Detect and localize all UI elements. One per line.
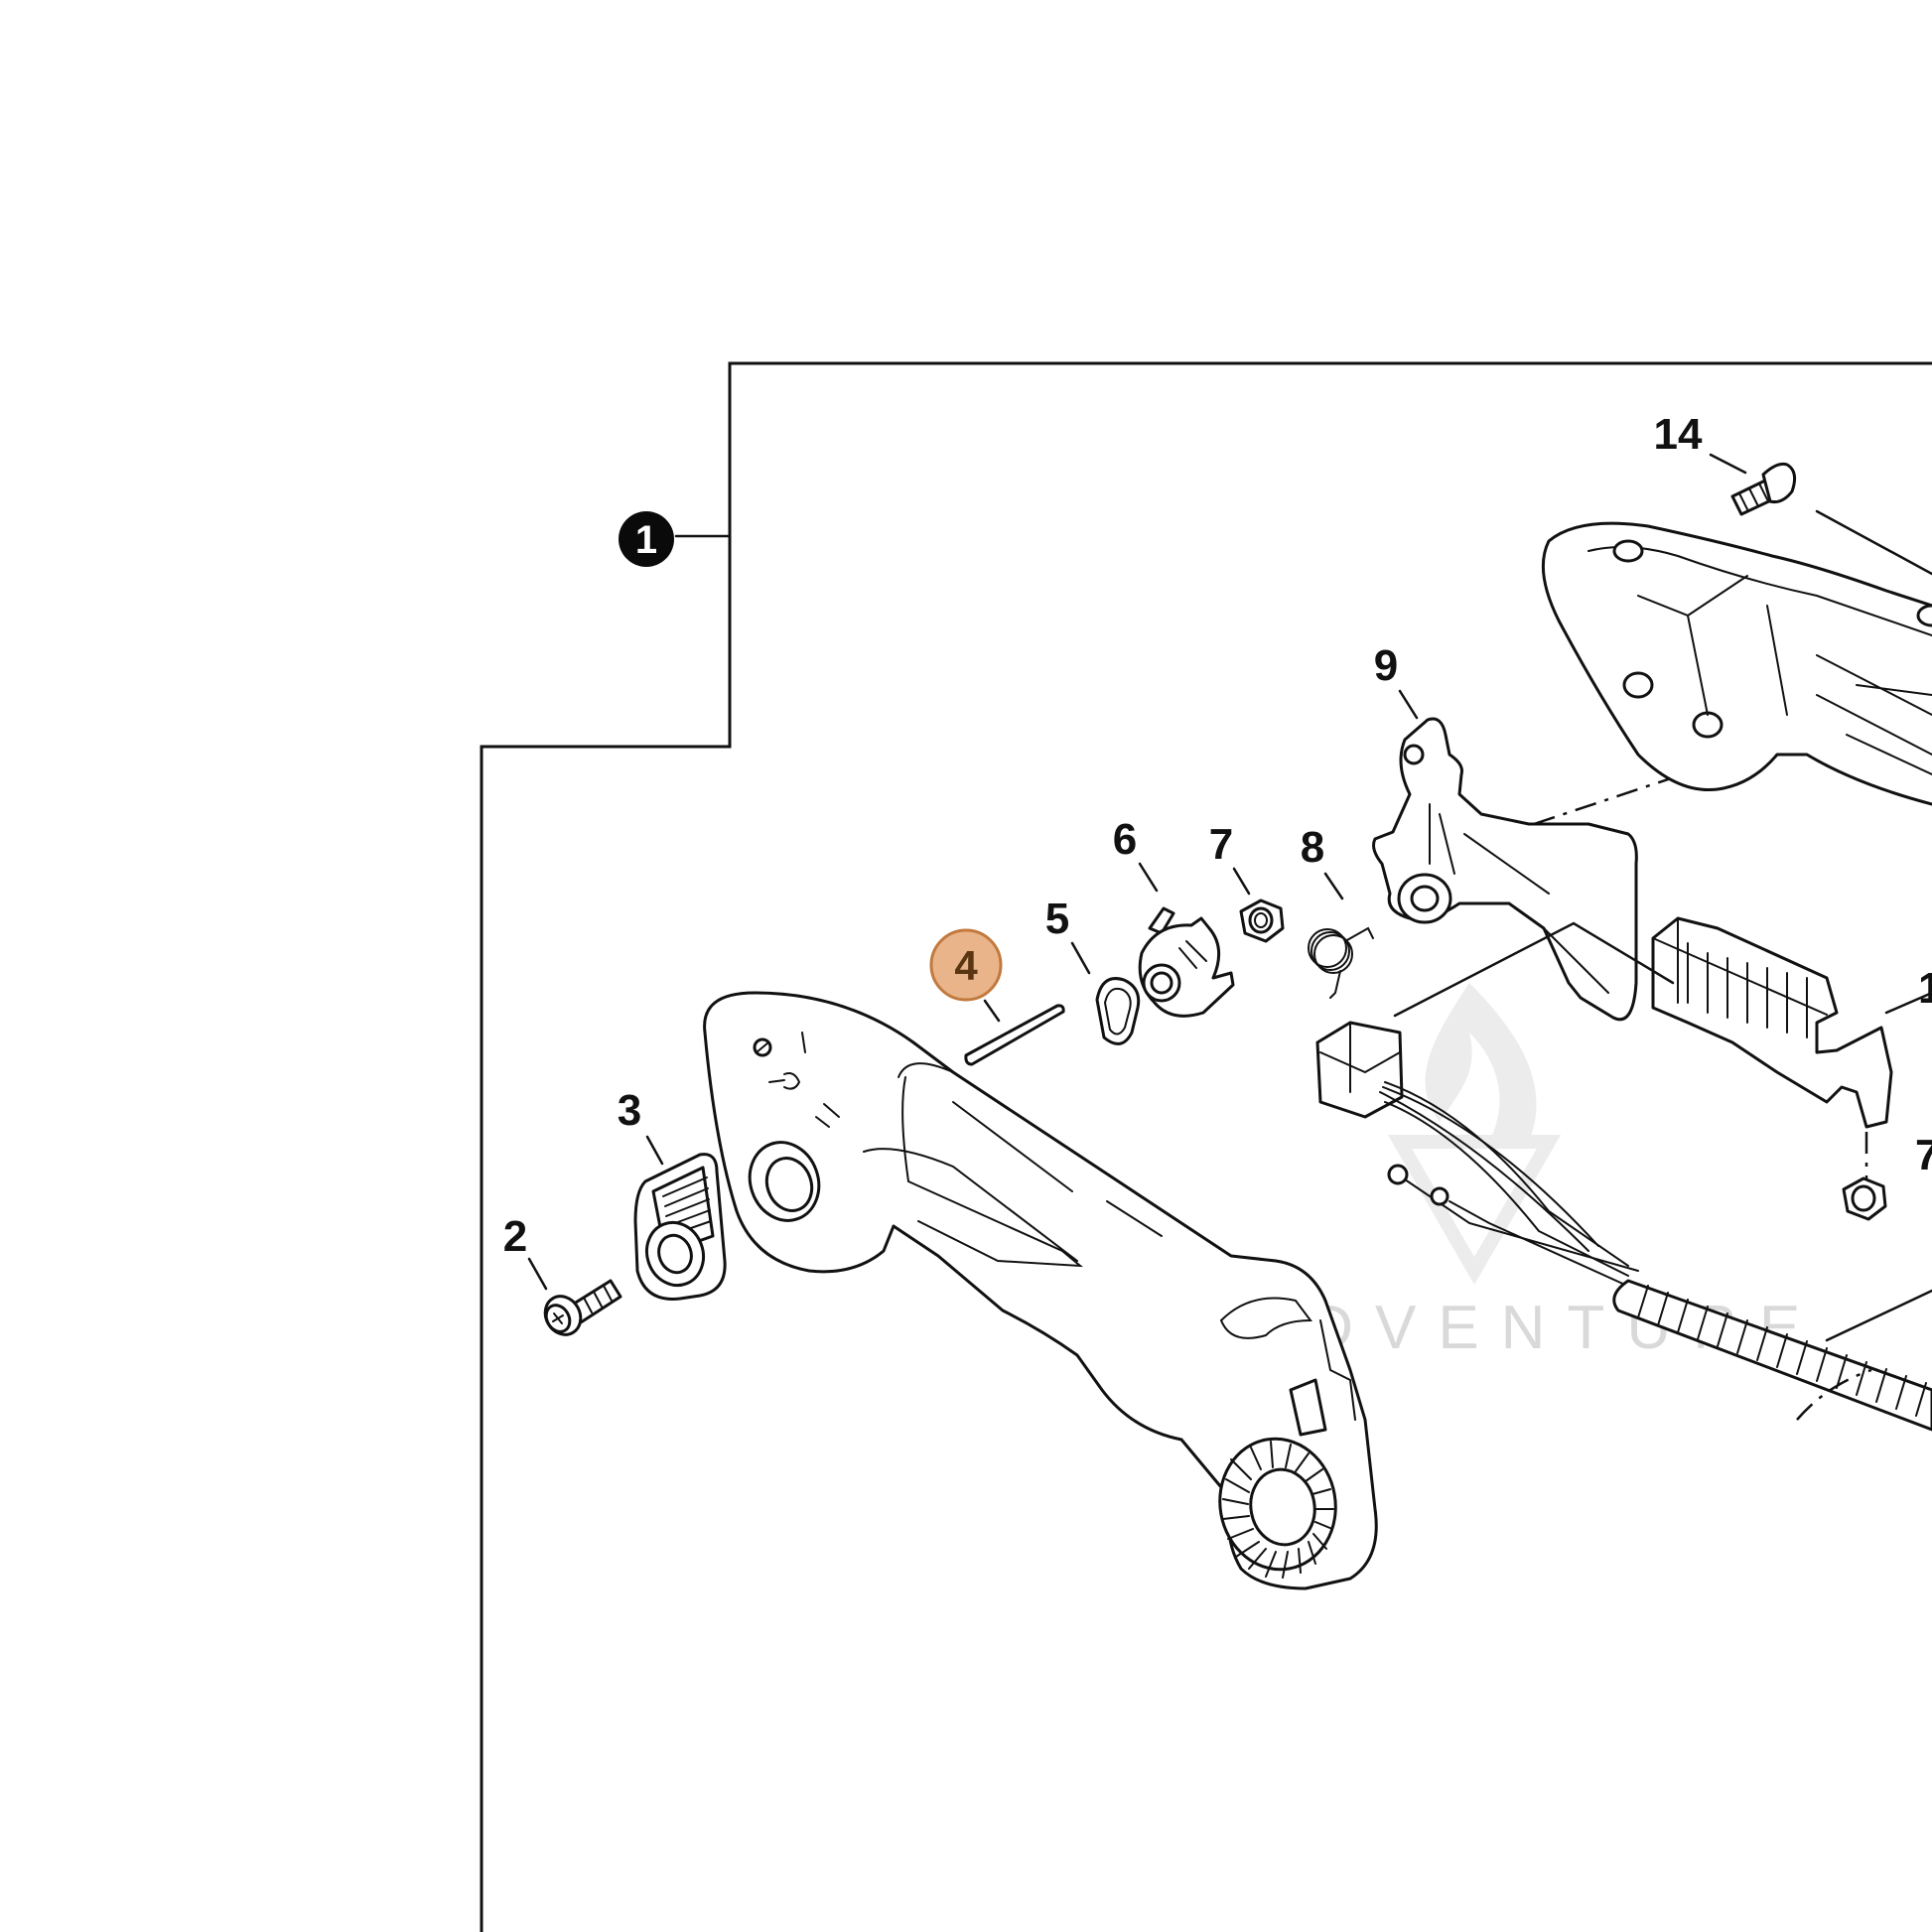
- callout-3-leader: [645, 1135, 664, 1166]
- conduit-break-line: [1796, 1368, 1872, 1421]
- callout-5-leader: [1070, 941, 1091, 975]
- callout-7[interactable]: 7: [1209, 820, 1233, 869]
- callout-4[interactable]: 4: [929, 928, 1003, 1002]
- callout-2-leader: [527, 1257, 548, 1291]
- callout-6-leader: [1138, 862, 1159, 893]
- callout-9-leader: [1398, 689, 1419, 720]
- contact-housing-part[interactable]: [1651, 916, 1893, 1129]
- watermark-logo: [1387, 983, 1562, 1286]
- callout-14[interactable]: 14: [1654, 410, 1703, 459]
- screw-14-leader-line: [1815, 509, 1932, 576]
- ring-part[interactable]: [1095, 977, 1141, 1045]
- callout-3[interactable]: 3: [618, 1086, 641, 1135]
- callout-8-leader: [1323, 872, 1344, 900]
- wire-harness-part[interactable]: [1315, 1021, 1932, 1432]
- nut-right-part[interactable]: [1842, 1176, 1887, 1221]
- callout-4-label: 4: [954, 942, 978, 989]
- screw-14-part[interactable]: [1730, 463, 1797, 516]
- switch-part[interactable]: [1138, 906, 1235, 1018]
- callout-6[interactable]: 6: [1113, 815, 1137, 864]
- callout-1-partial[interactable]: 1: [1918, 964, 1932, 1013]
- callout-7-leader: [1232, 867, 1251, 896]
- handle-housing-part[interactable]: [1541, 521, 1932, 806]
- assembly-frame: [480, 361, 1932, 1932]
- callout-2[interactable]: 2: [503, 1212, 527, 1261]
- spring-part[interactable]: [1308, 926, 1374, 999]
- callout-8[interactable]: 8: [1301, 823, 1324, 872]
- nut-part[interactable]: [1239, 898, 1285, 943]
- contact-housing-leader: [1884, 991, 1932, 1015]
- callout-4-leader: [983, 999, 1001, 1023]
- callout-9[interactable]: 9: [1374, 641, 1398, 690]
- callout-14-leader: [1709, 453, 1747, 475]
- group-callout[interactable]: 1: [619, 511, 674, 567]
- callout-5[interactable]: 5: [1045, 895, 1069, 943]
- throttle-trigger-part[interactable]: [1372, 717, 1638, 1022]
- pin-part[interactable]: [964, 1004, 1065, 1066]
- screw-part[interactable]: [538, 1279, 622, 1341]
- harness-bracket-line: [1393, 921, 1675, 1018]
- callout-7-right[interactable]: 7: [1915, 1131, 1932, 1179]
- harness-bracket-line-2: [1825, 1289, 1932, 1342]
- group-callout-label: 1: [635, 518, 657, 562]
- lock-lever-part[interactable]: [633, 1153, 727, 1301]
- rear-handle-part[interactable]: [703, 991, 1378, 1590]
